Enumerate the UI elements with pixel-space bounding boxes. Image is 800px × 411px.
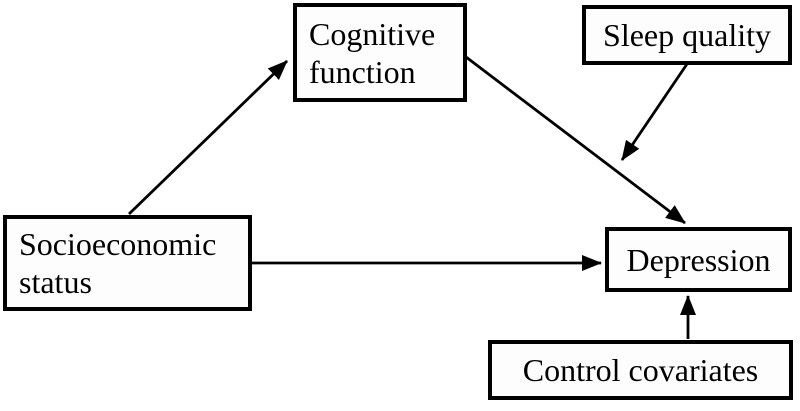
- node-cognitive-function: Cognitive function: [293, 3, 467, 102]
- node-depression: Depression: [605, 227, 792, 292]
- node-control-covariates-label: Control covariates: [522, 352, 759, 388]
- arrow-ses-to-cognitive: [128, 59, 288, 216]
- node-control-covariates: Control covariates: [488, 340, 793, 400]
- node-socioeconomic-status-label: Socioeconomic status: [19, 226, 217, 300]
- node-cognitive-function-label: Cognitive function: [309, 15, 436, 90]
- node-depression-label: Depression: [626, 241, 771, 278]
- node-sleep-quality: Sleep quality: [582, 5, 792, 65]
- node-sleep-quality-label: Sleep quality: [603, 17, 771, 53]
- arrow-cognitive-to-depression: [465, 55, 686, 225]
- arrow-sleep-to-path-moderation: [620, 63, 689, 161]
- node-socioeconomic-status: Socioeconomic status: [3, 215, 252, 311]
